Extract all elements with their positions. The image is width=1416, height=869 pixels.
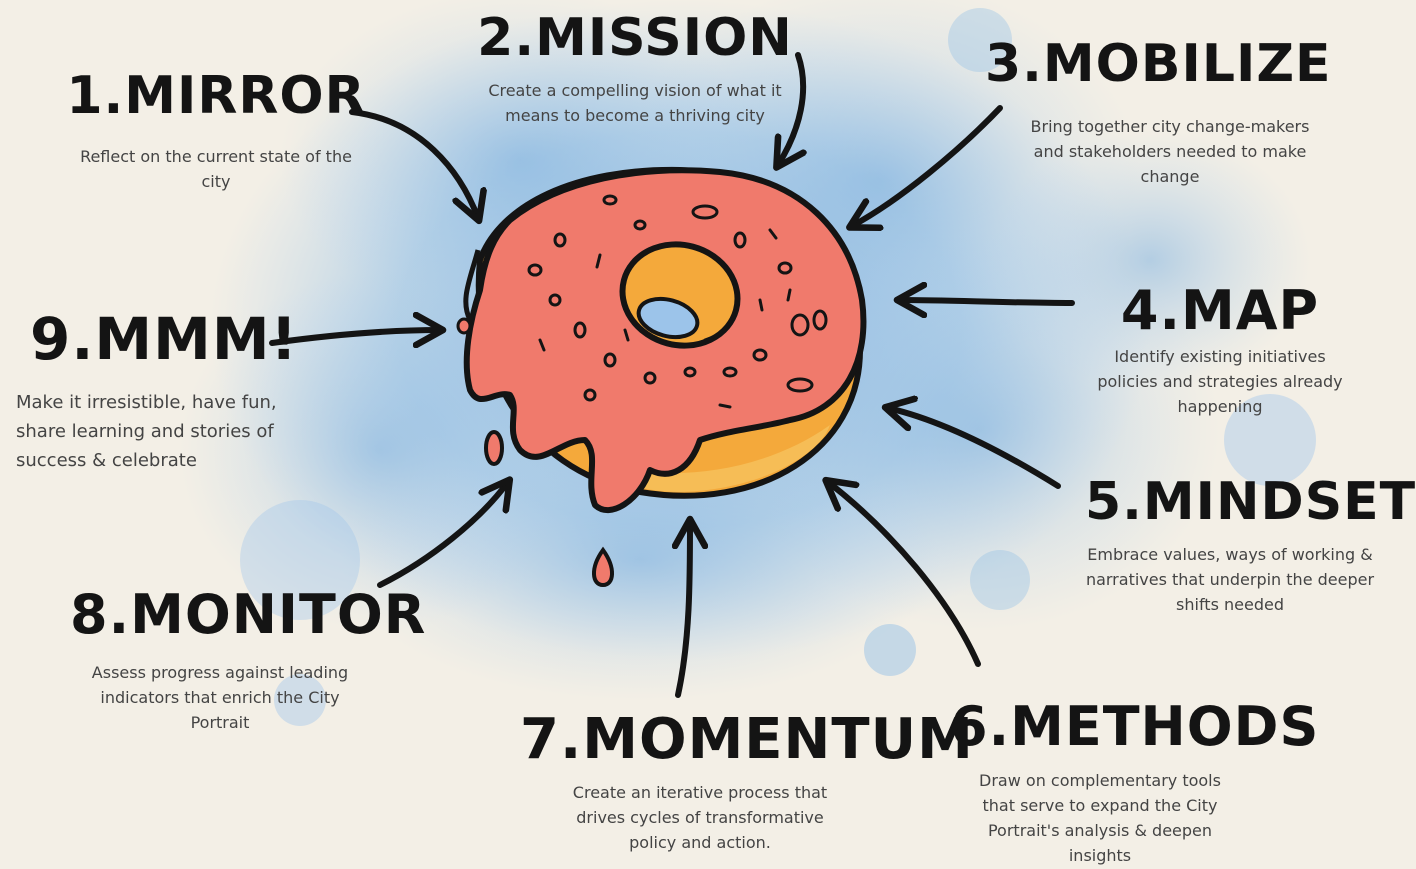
donut-illustration — [456, 166, 867, 588]
arrow-mmm — [269, 330, 440, 343]
step-description: Draw on complementary tools that serve t… — [979, 771, 1221, 865]
step-title: 4.MAP — [1120, 279, 1320, 342]
step-title: 9.MMM! — [30, 305, 298, 373]
step-title: 8.MONITOR — [70, 583, 427, 646]
step-description: Reflect on the current state of the city — [80, 147, 352, 191]
diagram-canvas: 1.MIRROR Reflect on the current state of… — [10, 0, 1416, 868]
step-mmm: 9.MMM! Make it irresistible, have fun, s… — [10, 310, 300, 475]
step-mindset: 5.MINDSET Embrace values, ways of workin… — [1085, 472, 1416, 617]
step-description: Bring together city change-makers and st… — [1030, 117, 1310, 186]
arrow-mission — [778, 52, 803, 165]
step-title: 2.MISSION — [477, 8, 793, 68]
arrow-map — [900, 300, 1075, 303]
step-title: 5.MINDSET — [1085, 472, 1416, 532]
step-description: Embrace values, ways of working & narrat… — [1085, 545, 1375, 614]
step-monitor: 8.MONITOR Assess progress against leadin… — [70, 583, 427, 735]
step-description: Identify existing initiatives policies a… — [1097, 347, 1343, 416]
step-title: 1.MIRROR — [66, 66, 366, 126]
step-methods: 6.METHODS Draw on complementary tools th… — [950, 695, 1320, 868]
arrow-monitor — [377, 482, 508, 588]
arrow-momentum — [678, 522, 690, 698]
step-map: 4.MAP Identify existing initiatives poli… — [1085, 284, 1355, 419]
step-title: 3.MOBILIZE — [985, 34, 1332, 94]
arrow-mirror — [349, 109, 478, 218]
step-mobilize: 3.MOBILIZE Bring together city change-ma… — [985, 38, 1355, 189]
step-title: 6.METHODS — [950, 695, 1320, 758]
step-description: Make it irresistible, have fun, share le… — [16, 392, 277, 471]
arrow-mindset — [888, 408, 1061, 489]
diagram-art — [180, 0, 1316, 726]
step-title: 7.MOMENTUM — [520, 707, 974, 772]
arrow-methods — [828, 482, 981, 667]
arrow-mobilize — [852, 105, 1003, 226]
arrows — [269, 52, 1075, 698]
step-description: Assess progress against leading indicato… — [91, 663, 349, 732]
step-momentum: 7.MOMENTUM Create an iterative process t… — [520, 707, 974, 855]
step-description: Create an iterative process that drives … — [572, 783, 828, 852]
step-mirror: 1.MIRROR Reflect on the current state of… — [66, 70, 366, 194]
step-mission: 2.MISSION Create a compelling vision of … — [470, 12, 800, 128]
step-description: Create a compelling vision of what it me… — [488, 81, 782, 125]
